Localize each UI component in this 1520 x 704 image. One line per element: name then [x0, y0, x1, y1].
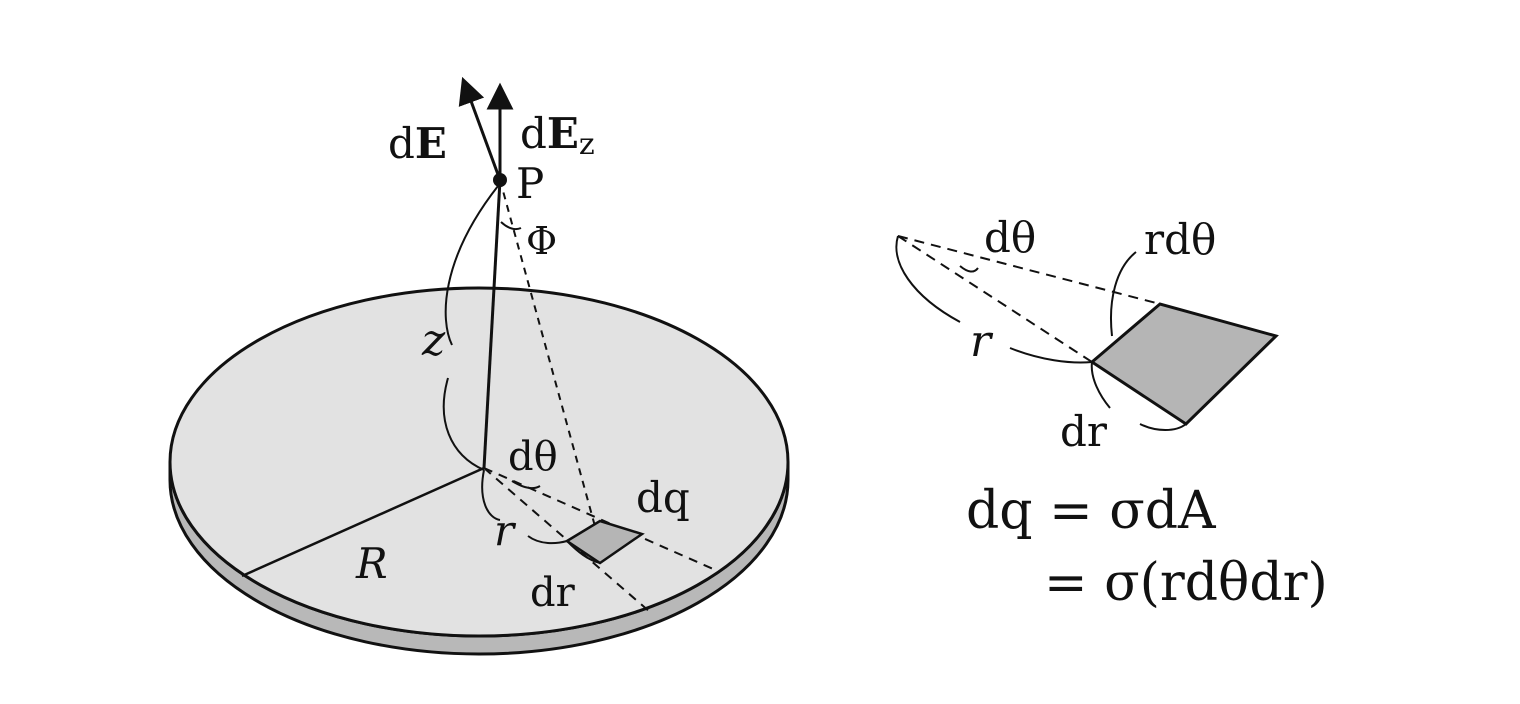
point-P-label: P [516, 159, 544, 208]
r-brace-arc-disk [481, 469, 568, 545]
area-element-detail: dθ rdθ r dr [895, 213, 1279, 456]
detail-rdtheta-label: rdθ [1144, 215, 1216, 264]
dq-label: dq [636, 473, 690, 522]
dr-brace-arc-disk [566, 540, 601, 564]
dtheta-label-disk: dθ [508, 434, 558, 480]
dEz-label: dEz [520, 109, 595, 162]
P-to-element-dashed-line [499, 179, 597, 531]
detail-dashed-line-upper [897, 235, 1161, 305]
dr-label-disk: dr [530, 570, 576, 616]
equation-line-2: = σ(rdθdr) [1044, 553, 1328, 613]
phi-label: Φ [526, 219, 557, 263]
radial-dashed-line-1 [483, 467, 721, 573]
detail-dtheta-arc [959, 265, 979, 273]
dtheta-angle-arc-disk [511, 480, 541, 490]
radius-r-label-disk: r [494, 506, 517, 555]
charge-element-dq [564, 519, 645, 565]
detail-r-label: r [970, 316, 994, 367]
radius-R-label: R [355, 539, 388, 588]
detail-area-element [1089, 302, 1279, 426]
radial-dashed-line-2 [483, 467, 651, 613]
point-P-dot [493, 173, 507, 187]
dE-label: dE [388, 119, 447, 168]
detail-dr-brace [1090, 361, 1187, 431]
detail-dashed-line-lower [897, 235, 1093, 363]
disk [168, 286, 790, 656]
detail-dtheta-label: dθ [984, 213, 1036, 262]
z-axis-line [482, 179, 502, 469]
disk-top [168, 286, 790, 638]
height-z-label: z [421, 315, 446, 366]
detail-r-brace [895, 235, 1093, 364]
dE-arrow [458, 76, 502, 181]
radius-R-line [241, 466, 485, 578]
equation-line-1: dq = σdA [966, 481, 1217, 541]
detail-rdtheta-brace [1110, 251, 1137, 337]
z-brace-arc [442, 185, 499, 471]
detail-dr-label: dr [1060, 407, 1108, 456]
phi-angle-arc [500, 221, 522, 231]
